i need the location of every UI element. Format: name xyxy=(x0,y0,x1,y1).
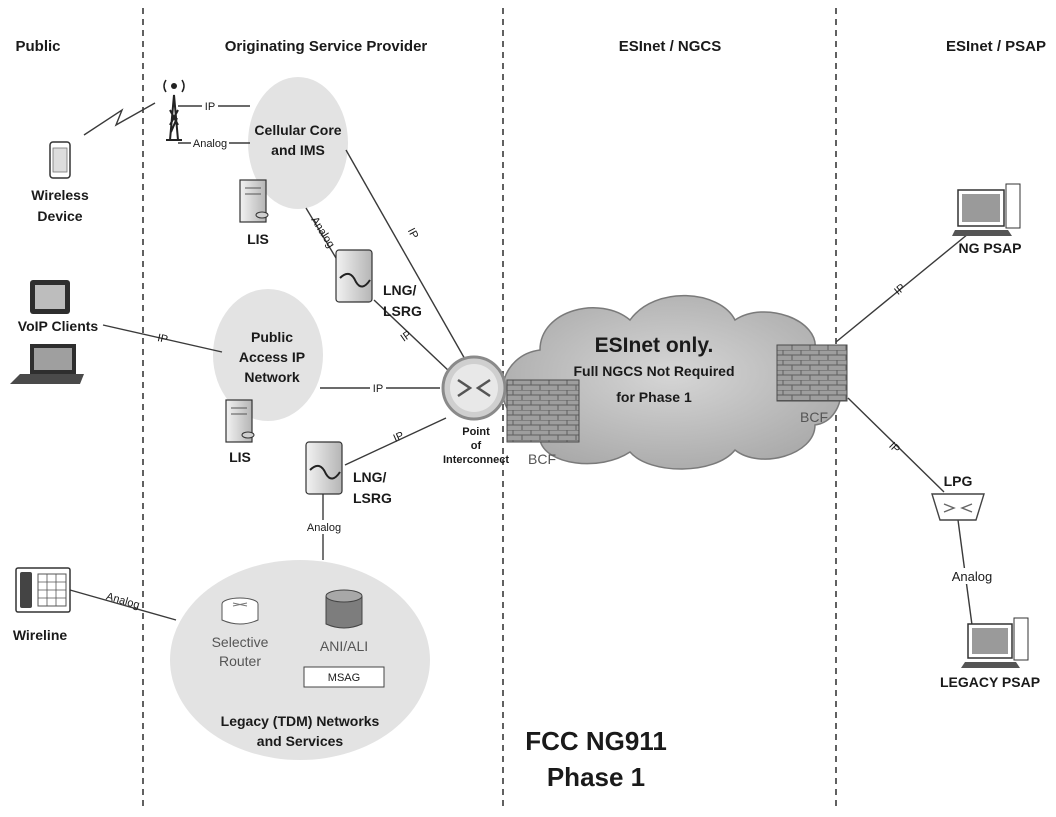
lpg-label: LPG xyxy=(944,473,973,489)
wireless-device-icon xyxy=(49,141,71,179)
lis-server-icon xyxy=(225,399,255,443)
bcf-firewall-right xyxy=(776,344,848,402)
link-label-ip: IP xyxy=(156,332,169,346)
ng-psap-label: NG PSAP xyxy=(958,240,1021,256)
footer-title-line2: Phase 1 xyxy=(547,762,645,792)
link-label-ip: IP xyxy=(886,440,902,456)
lng-server-icon xyxy=(305,441,343,495)
tablet-icon xyxy=(30,280,70,314)
cloud-line2: Full NGCS Not Required xyxy=(574,363,735,379)
lng-server-icon xyxy=(335,249,373,303)
phone-icon xyxy=(15,567,71,613)
wireless-device-label-line2: Device xyxy=(37,208,82,224)
cloud-title: ESInet only. xyxy=(595,334,714,357)
link-label-ip: IP xyxy=(373,383,383,395)
link-label-ip: IP xyxy=(392,430,406,445)
public-access-label-line3: Network xyxy=(244,369,299,385)
poi-label-line1: Point xyxy=(462,426,490,438)
legacy-psap-label: LEGACY PSAP xyxy=(940,674,1040,690)
wireless-signal-link xyxy=(83,102,156,136)
lis-label: LIS xyxy=(247,231,269,247)
legacy-network-label-line2: and Services xyxy=(257,733,344,749)
cell-tower-icon xyxy=(163,79,185,141)
selective-router-label-line2: Router xyxy=(219,653,261,669)
wireless-device-label-line1: Wireless xyxy=(31,187,89,203)
lng-label-line2: LSRG xyxy=(353,490,392,506)
lng-label-line2: LSRG xyxy=(383,303,422,319)
selective-router-icon xyxy=(221,597,259,625)
computer-icon xyxy=(961,617,1029,668)
column-header-osp: Originating Service Provider xyxy=(225,38,428,55)
wireline-label: Wireline xyxy=(13,627,68,643)
public-access-label-line2: Access IP xyxy=(239,349,305,365)
public-access-label-line1: Public xyxy=(251,329,293,345)
link-label-ip: IP xyxy=(205,101,215,113)
msag-box xyxy=(303,666,385,688)
lis-server-icon xyxy=(239,179,269,223)
poi-label-line2: of xyxy=(471,440,482,452)
link-label-ip: IP xyxy=(399,329,414,345)
cellular-core-label-line1: Cellular Core xyxy=(254,122,341,138)
selective-router-label-line1: Selective xyxy=(212,634,269,650)
public-access-ip-ellipse xyxy=(213,289,323,421)
router-icon xyxy=(441,355,507,421)
link-label-analog: Analog xyxy=(308,215,336,250)
column-header-esinet-psap: ESInet / PSAP xyxy=(946,38,1046,55)
link-label-ip: IP xyxy=(405,226,420,241)
poi-label-line3: Interconnect xyxy=(443,454,509,466)
link-label-ip: IP xyxy=(892,282,908,298)
bcf-label-right: BCF xyxy=(800,409,828,425)
legacy-network-label-line1: Legacy (TDM) Networks xyxy=(221,713,380,729)
link-labels: IP Analog IP Analog IP IP IP IP Analog A… xyxy=(105,99,996,612)
cloud-line3: for Phase 1 xyxy=(616,389,692,405)
computer-icon xyxy=(952,183,1021,236)
voip-clients-label: VoIP Clients xyxy=(18,318,99,334)
lis-label: LIS xyxy=(229,449,251,465)
link-label-analog: Analog xyxy=(952,569,992,584)
footer-title-line1: FCC NG911 xyxy=(525,726,667,756)
link-label-analog: Analog xyxy=(193,138,227,150)
column-header-public: Public xyxy=(15,38,60,55)
database-icon xyxy=(325,589,363,629)
ani-ali-label: ANI/ALI xyxy=(320,638,368,654)
lng-label-line1: LNG/ xyxy=(383,282,417,298)
lng-label-line1: LNG/ xyxy=(353,469,387,485)
cellular-core-label-line2: and IMS xyxy=(271,142,325,158)
bcf-firewall-left xyxy=(506,379,580,443)
link-label-analog: Analog xyxy=(105,591,141,612)
msag-label: MSAG xyxy=(328,672,360,684)
lpg-gateway-icon xyxy=(931,493,985,521)
laptop-icon xyxy=(10,344,84,384)
legacy-network-ellipse xyxy=(170,560,430,760)
cellular-core-ellipse xyxy=(248,77,348,209)
link-label-analog: Analog xyxy=(307,522,341,534)
column-header-esinet-ngcs: ESInet / NGCS xyxy=(619,38,722,55)
bcf-label-left: BCF xyxy=(528,451,556,467)
